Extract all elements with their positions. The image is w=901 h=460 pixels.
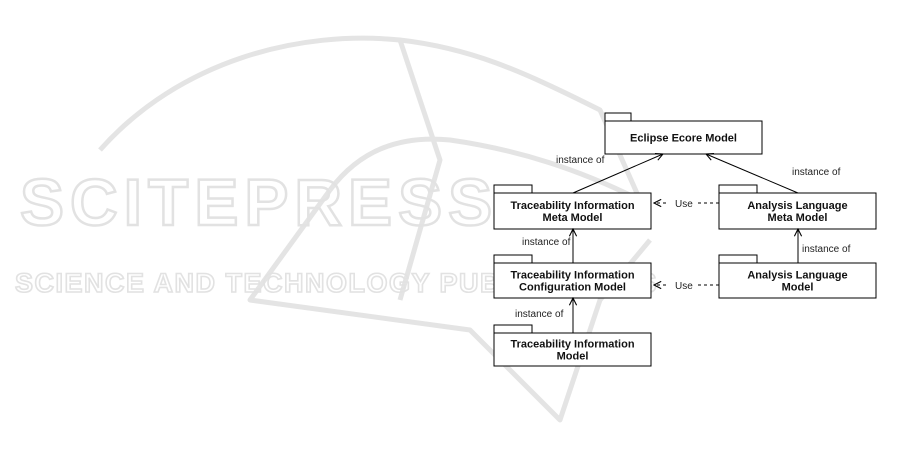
package-title-line: Analysis Language (747, 270, 847, 282)
package-title-line: Model (782, 282, 814, 294)
package-title-line: Analysis Language (747, 200, 847, 212)
label-use-model: Use (675, 281, 693, 292)
package-ecore: Eclipse Ecore Model (605, 113, 762, 154)
label-use-meta: Use (675, 199, 693, 210)
label-al-model-instance-of: instance of (802, 244, 851, 255)
package-tab (719, 255, 757, 263)
package-title-line: Meta Model (768, 212, 828, 224)
package-tab (605, 113, 631, 121)
package-title-line: Configuration Model (519, 282, 626, 294)
package-tab (494, 185, 532, 193)
label-al-meta-instance-of: instance of (792, 167, 841, 178)
package-tab (719, 185, 757, 193)
package-title-line: Eclipse Ecore Model (630, 133, 737, 145)
package-title-line: Model (557, 351, 589, 363)
package-title-line: Traceability Information (510, 339, 634, 351)
package-title-line: Meta Model (543, 212, 603, 224)
package-title-line: Traceability Information (510, 270, 634, 282)
label-ti-meta-instance-of: instance of (556, 155, 605, 166)
edges-layer (573, 154, 798, 333)
package-tab (494, 255, 532, 263)
label-ti-model-instance-of: instance of (515, 309, 564, 320)
package-tab (494, 325, 532, 333)
package-title-line: Traceability Information (510, 200, 634, 212)
label-ti-config-instance-of: instance of (522, 237, 571, 248)
